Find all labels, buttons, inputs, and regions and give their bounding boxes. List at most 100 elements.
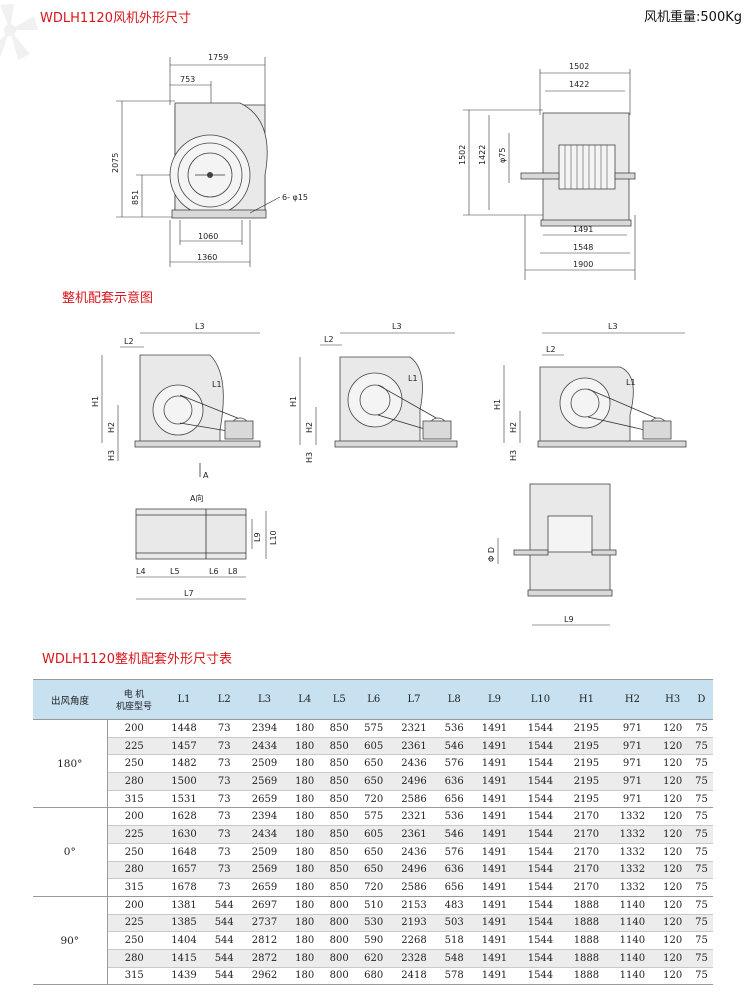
value-cell: 971	[609, 790, 656, 809]
value-cell: 971	[609, 754, 656, 774]
value-cell: 73	[206, 737, 242, 756]
value-cell: 1491	[471, 949, 518, 968]
value-cell: 1491	[471, 896, 518, 915]
assembly-90: L3 L2 H1 H2 H3 L1	[493, 322, 687, 461]
value-cell: 180	[287, 737, 322, 756]
motor-frame-cell: 250	[107, 843, 161, 862]
value-cell: 2195	[563, 772, 610, 791]
motor-frame-cell: 225	[107, 737, 161, 756]
motor-frame-cell: 280	[107, 949, 161, 968]
value-cell: 1491	[471, 719, 518, 738]
value-cell: 2195	[563, 754, 610, 774]
value-cell: 720	[356, 790, 391, 809]
value-cell: 1544	[517, 914, 564, 933]
value-cell: 1544	[517, 807, 564, 827]
value-cell: 75	[689, 719, 713, 738]
value-cell: 1491	[471, 967, 518, 986]
value-cell: 2509	[241, 843, 288, 862]
value-cell: 120	[655, 790, 690, 809]
value-cell: 544	[206, 967, 242, 986]
value-cell: 1544	[517, 896, 564, 915]
value-cell: 636	[436, 772, 472, 791]
col-l9: L9	[471, 679, 518, 720]
value-cell: 605	[356, 737, 391, 756]
value-cell: 75	[689, 737, 713, 756]
motor-frame-cell: 315	[107, 967, 161, 986]
value-cell: 1415	[161, 949, 207, 968]
value-cell: 180	[287, 825, 322, 844]
value-cell: 75	[689, 949, 713, 968]
value-cell: 1888	[563, 967, 610, 986]
value-cell: 850	[321, 878, 357, 897]
value-cell: 1888	[563, 931, 610, 950]
motor-frame-cell: 280	[107, 861, 161, 880]
angle-cell: 0°	[33, 807, 108, 897]
value-cell: 120	[655, 754, 690, 774]
value-cell: 2697	[241, 896, 288, 915]
col-h3: H3	[655, 679, 690, 720]
value-cell: 1491	[471, 807, 518, 827]
value-cell: 1140	[609, 914, 656, 933]
value-cell: 2659	[241, 790, 288, 809]
assembly-0: L3 L2 H1 H2 H3 L1	[289, 322, 458, 463]
value-cell: 656	[436, 878, 472, 897]
value-cell: 2659	[241, 878, 288, 897]
label-l8: L8	[228, 567, 238, 576]
value-cell: 2569	[241, 861, 288, 880]
label-l9: L9	[564, 615, 574, 624]
value-cell: 73	[206, 772, 242, 791]
dim-holes: 6- φ15	[282, 193, 308, 202]
value-cell: 2509	[241, 754, 288, 774]
dim-1502-top: 1502	[569, 62, 589, 71]
value-cell: 850	[321, 825, 357, 844]
value-cell: 2418	[390, 967, 437, 986]
value-cell: 1332	[609, 807, 656, 827]
value-cell: 180	[287, 843, 322, 862]
value-cell: 180	[287, 896, 322, 915]
value-cell: 971	[609, 719, 656, 738]
value-cell: 510	[356, 896, 391, 915]
value-cell: 1544	[517, 772, 564, 791]
value-cell: 75	[689, 914, 713, 933]
value-cell: 800	[321, 914, 357, 933]
col-l4: L4	[287, 679, 322, 720]
label-l1: L1	[626, 378, 636, 387]
value-cell: 2195	[563, 737, 610, 756]
col-l7: L7	[390, 679, 437, 720]
value-cell: 1457	[161, 737, 207, 756]
value-cell: 850	[321, 754, 357, 774]
motor-frame-cell: 200	[107, 719, 161, 738]
value-cell: 800	[321, 896, 357, 915]
value-cell: 120	[655, 825, 690, 844]
value-cell: 650	[356, 843, 391, 862]
col-l6: L6	[356, 679, 391, 720]
value-cell: 1888	[563, 896, 610, 915]
value-cell: 1544	[517, 949, 564, 968]
value-cell: 75	[689, 878, 713, 897]
value-cell: 1491	[471, 931, 518, 950]
value-cell: 650	[356, 772, 391, 791]
value-cell: 2170	[563, 861, 610, 880]
value-cell: 536	[436, 807, 472, 827]
value-cell: 2434	[241, 825, 288, 844]
table-title: WDLH1120整机配套外形尺寸表	[42, 652, 232, 667]
value-cell: 2586	[390, 878, 437, 897]
value-cell: 1544	[517, 825, 564, 844]
value-cell: 1491	[471, 861, 518, 880]
value-cell: 75	[689, 967, 713, 986]
col-l5: L5	[321, 679, 357, 720]
label-l1: L1	[408, 374, 418, 383]
fan-weight: 风机重量:500Kg	[644, 10, 742, 25]
value-cell: 2569	[241, 772, 288, 791]
value-cell: 180	[287, 967, 322, 986]
label-l7: L7	[184, 589, 194, 598]
label-l6: L6	[209, 567, 219, 576]
value-cell: 544	[206, 896, 242, 915]
value-cell: 1491	[471, 737, 518, 756]
value-cell: 2321	[390, 719, 437, 738]
